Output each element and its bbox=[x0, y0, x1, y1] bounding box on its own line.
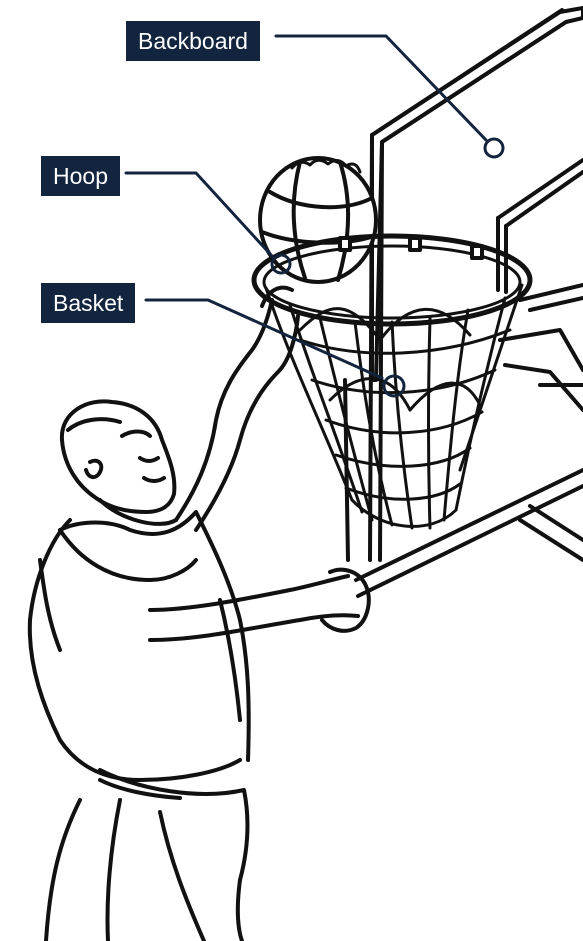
hoop-leader-line bbox=[126, 173, 272, 256]
basket-label: Basket bbox=[41, 283, 135, 323]
backboard-target-marker bbox=[485, 139, 503, 157]
basketball-icon bbox=[260, 158, 376, 282]
net-icon bbox=[266, 285, 522, 528]
hoop-label: Hoop bbox=[41, 156, 120, 196]
backboard-label: Backboard bbox=[126, 21, 260, 61]
hoop-icon bbox=[254, 236, 530, 324]
backboard-icon bbox=[345, 8, 583, 596]
